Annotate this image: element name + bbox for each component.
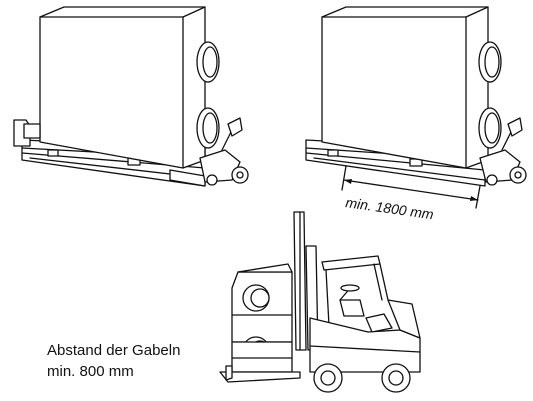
forklift-forks	[219, 365, 301, 383]
ventilation-unit-box-left	[39, 6, 220, 169]
pallet-jack-scene-left	[13, 6, 249, 187]
pallet-jack-left	[13, 117, 249, 186]
fork-distance-label-line1: Abstand der Gabeln	[47, 342, 181, 359]
pallet-jack-right	[479, 117, 527, 186]
forklift-wheels	[313, 363, 411, 393]
forklift-scene	[219, 211, 421, 393]
fork-distance-label-line2: min. 800 mm	[47, 363, 134, 380]
forklift-load-box	[231, 263, 293, 373]
pallet-jack-scene-right: min. 1800 mm	[305, 6, 527, 222]
length-dimension	[341, 165, 481, 209]
forklift-body	[309, 255, 421, 373]
ventilation-unit-box-right	[321, 6, 502, 169]
min-length-label: min. 1800 mm	[345, 194, 435, 222]
